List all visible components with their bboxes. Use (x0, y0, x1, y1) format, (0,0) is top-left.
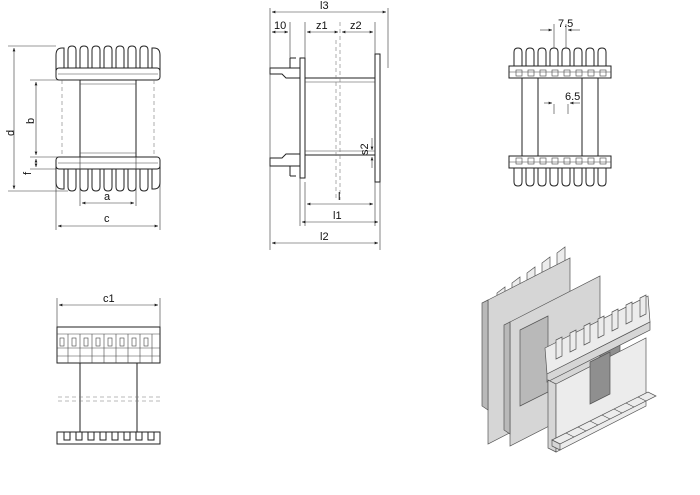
isometric-view (481, 246, 657, 453)
dim-label-c1: c1 (103, 293, 115, 305)
side-left-flange (299, 57, 306, 179)
dim-label-b: b (25, 118, 37, 124)
dim-label-l1: l1 (333, 210, 342, 222)
dim-label-7-5: 7.5 (558, 18, 573, 30)
dim-label-s2: s2 (359, 143, 371, 155)
top-view: 7.5 6.5 (508, 18, 612, 187)
front-core (79, 79, 137, 158)
top-view-dimensions: 7.5 6.5 (540, 18, 580, 114)
bottom-view-bottom-frame (56, 431, 161, 445)
dim-label-c: c (104, 213, 110, 225)
dim-label-d: d (5, 130, 17, 136)
dim-label-a: a (104, 191, 111, 203)
top-view-bottom-pins (513, 168, 607, 187)
top-view-top-pins (513, 47, 607, 66)
dim-label-l: l (338, 191, 340, 203)
bottom-view: c1 (56, 293, 161, 445)
dim-label-10: 10 (274, 20, 286, 32)
dim-label-l2: l2 (320, 231, 329, 243)
side-dimensions: l3 10 z1 z2 s2 l l1 l2 (269, 0, 389, 250)
side-right-flange (374, 53, 381, 183)
dim-label-l3: l3 (320, 0, 329, 12)
dim-label-6-5: 6.5 (565, 91, 580, 103)
front-dimensions: d b f a c (5, 45, 161, 230)
top-view-core (521, 77, 599, 157)
dim-label-z1: z1 (316, 20, 328, 32)
bottom-view-top-frame (56, 326, 161, 364)
dim-label-f: f (22, 171, 34, 175)
dim-label-z2: z2 (350, 20, 362, 32)
side-view: l3 10 z1 z2 s2 l l1 l2 (269, 0, 389, 250)
bottom-view-dimensions: c1 (56, 293, 161, 327)
front-view: d b f a c (5, 45, 161, 230)
front-top-pins (55, 45, 161, 72)
